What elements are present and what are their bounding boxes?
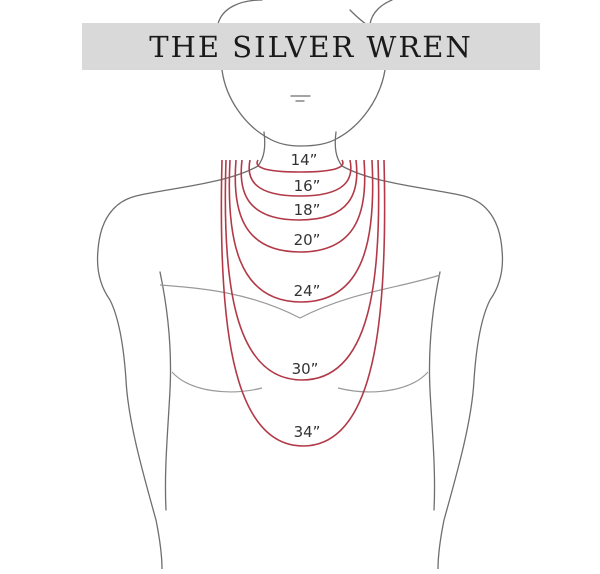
bust-right — [337, 371, 429, 393]
hair-outline-right — [369, 0, 393, 25]
length-label-20: 20” — [293, 231, 321, 249]
necklace-chain-0 — [256, 159, 344, 173]
length-label-24: 24” — [293, 282, 321, 300]
necklace-chain-5 — [224, 159, 380, 381]
necklace-chain-4 — [228, 159, 374, 303]
shoulder-left — [96, 165, 259, 570]
length-label-34: 34” — [293, 423, 321, 441]
face-right — [299, 69, 386, 147]
shoulder-right — [341, 165, 504, 570]
face-left — [221, 69, 301, 147]
necklace-chain-6 — [220, 159, 386, 447]
length-label-30: 30” — [291, 360, 319, 378]
hair-strand — [349, 9, 367, 25]
torso-right — [428, 271, 441, 511]
length-label-18: 18” — [293, 201, 321, 219]
length-label-14: 14” — [290, 151, 318, 169]
hair-outline — [217, 0, 263, 25]
top-line — [159, 274, 441, 319]
brand-title: THE SILVER WREN — [149, 29, 473, 64]
necklace-chain-3 — [234, 159, 366, 253]
neck-right — [334, 131, 343, 167]
neck-left — [257, 131, 266, 167]
brand-banner: THE SILVER WREN — [82, 23, 540, 70]
necklace-chain-1 — [248, 159, 352, 197]
bust-left — [171, 371, 263, 393]
torso-left — [159, 271, 172, 511]
necklace-chain-2 — [240, 159, 358, 221]
length-label-16: 16” — [293, 177, 321, 195]
